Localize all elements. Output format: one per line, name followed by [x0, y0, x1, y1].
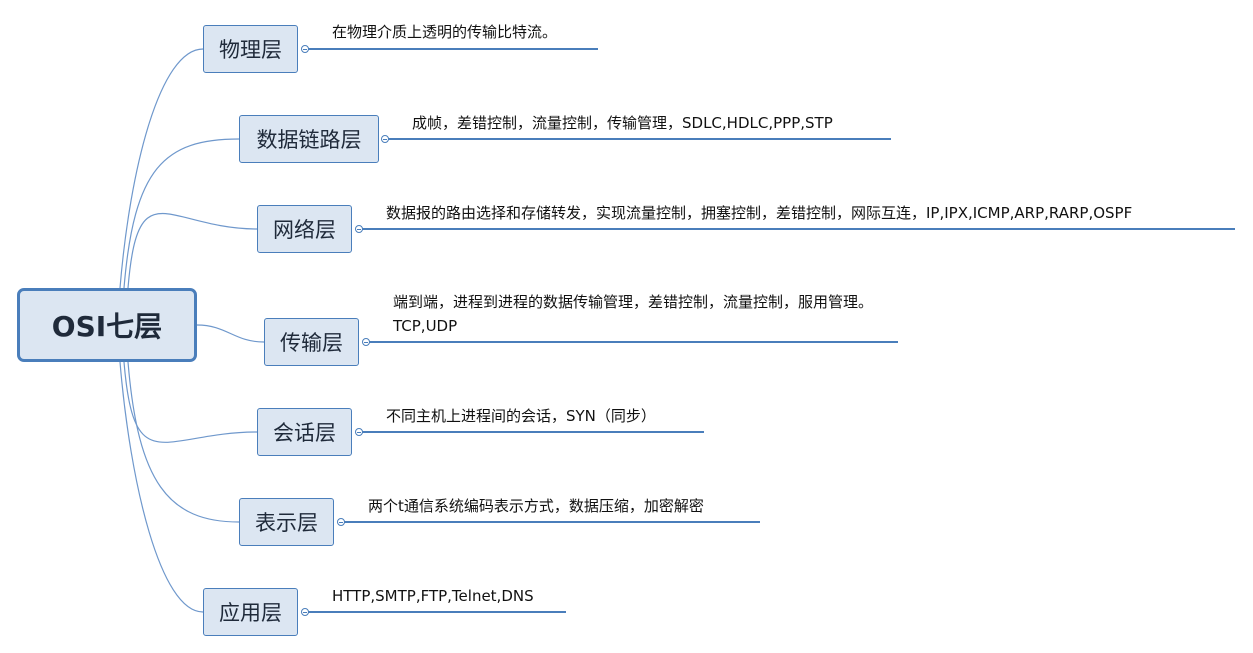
layer-node-presentation[interactable]: 表示层	[239, 498, 334, 546]
layer-description-transport: 端到端，进程到进程的数据传输管理，差错控制，流量控制，服用管理。TCP,UDP	[393, 293, 874, 335]
branch-connector-application	[119, 361, 204, 613]
layer-description-data-link: 成帧，差错控制，流量控制，传输管理，SDLC,HDLC,PPP,STP	[412, 114, 833, 132]
layer-label: 传输层	[280, 331, 343, 355]
root-label: OSI七层	[51, 310, 163, 343]
collapse-toggle-icon[interactable]	[362, 338, 370, 346]
layer-label: 网络层	[273, 218, 336, 242]
collapse-toggle-icon[interactable]	[301, 608, 309, 616]
layer-label: 应用层	[219, 601, 282, 625]
branch-connector-physical	[119, 48, 204, 289]
layer-label: 数据链路层	[256, 128, 362, 152]
layer-label: 会话层	[273, 421, 336, 445]
layer-node-network[interactable]: 网络层	[257, 205, 352, 253]
layer-node-transport[interactable]: 传输层	[264, 318, 359, 366]
collapse-toggle-icon[interactable]	[301, 45, 309, 53]
branch-connector-transport	[196, 324, 265, 343]
layer-label: 表示层	[255, 511, 318, 535]
collapse-toggle-icon[interactable]	[337, 518, 345, 526]
layer-node-session[interactable]: 会话层	[257, 408, 352, 456]
layer-description-network: 数据报的路由选择和存储转发，实现流量控制，拥塞控制，差错控制，网际互连，IP,I…	[386, 204, 1133, 222]
layer-description-presentation: 两个t通信系统编码表示方式，数据压缩，加密解密	[368, 497, 704, 515]
layer-node-application[interactable]: 应用层	[203, 588, 298, 636]
layer-description-application: HTTP,SMTP,FTP,Telnet,DNS	[332, 587, 534, 605]
branch-connector-network	[127, 213, 258, 289]
branch-connector-session	[123, 361, 258, 443]
collapse-toggle-icon[interactable]	[355, 225, 363, 233]
root-node[interactable]: OSI七层	[17, 288, 197, 362]
branch-connector-presentation	[127, 361, 240, 523]
layer-node-physical[interactable]: 物理层	[203, 25, 298, 73]
layer-description-session: 不同主机上进程间的会话，SYN（同步）	[386, 407, 656, 425]
collapse-toggle-icon[interactable]	[381, 135, 389, 143]
branch-connector-data-link	[123, 138, 240, 289]
layer-label: 物理层	[219, 38, 282, 62]
collapse-toggle-icon[interactable]	[355, 428, 363, 436]
layer-node-data-link[interactable]: 数据链路层	[239, 115, 379, 163]
layer-description-physical: 在物理介质上透明的传输比特流。	[332, 23, 558, 41]
